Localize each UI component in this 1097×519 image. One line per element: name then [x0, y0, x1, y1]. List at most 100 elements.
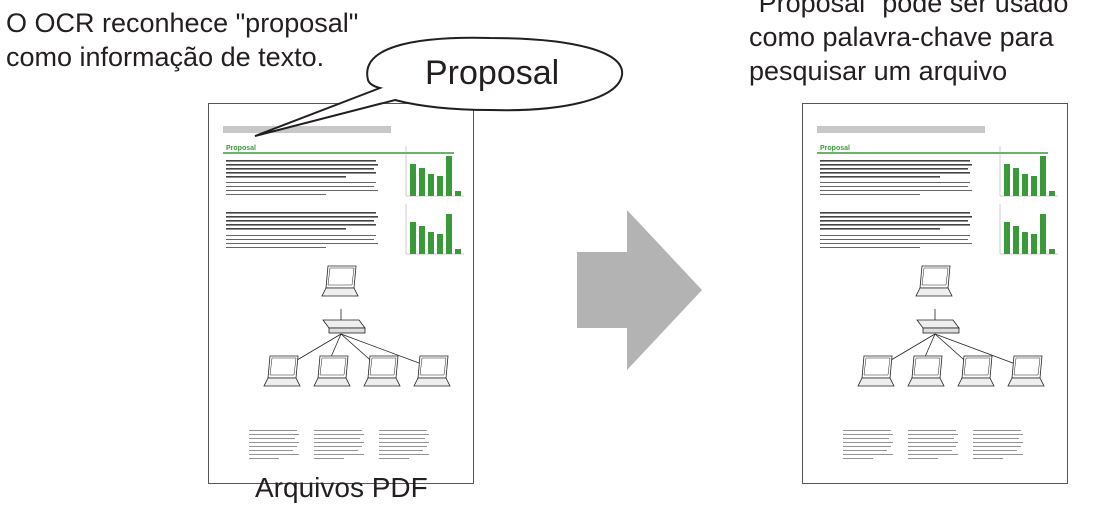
chart-bar — [1031, 234, 1037, 254]
text-line — [973, 454, 1023, 455]
chart-bar — [1022, 232, 1028, 254]
text-line — [908, 430, 956, 431]
paragraph-block-1 — [820, 160, 972, 195]
chart-bar — [428, 232, 434, 254]
text-line — [379, 430, 427, 431]
chart-bar — [419, 226, 425, 254]
text-line — [973, 446, 1021, 447]
text-line — [820, 235, 970, 236]
laptop-icon — [957, 355, 995, 387]
text-line — [973, 430, 1021, 431]
text-line — [820, 186, 968, 187]
text-line — [908, 446, 956, 447]
text-line — [908, 434, 958, 435]
laptop-icon — [263, 355, 301, 387]
text-line — [820, 224, 970, 226]
network-switch-icon — [322, 319, 366, 334]
text-line — [226, 194, 326, 195]
text-line — [379, 438, 425, 439]
text-line — [908, 442, 958, 443]
text-line — [314, 434, 364, 435]
pdf-files-label: Arquivos PDF — [255, 472, 428, 503]
chart-bar — [1013, 226, 1019, 254]
text-line — [973, 434, 1023, 435]
text-line — [226, 190, 378, 191]
text-line — [820, 176, 940, 178]
text-line — [314, 458, 344, 459]
chart-bar — [419, 168, 425, 196]
speech-bubble — [254, 36, 624, 137]
text-line — [314, 438, 360, 439]
text-line — [843, 458, 873, 459]
title-bar — [817, 126, 985, 133]
laptop-icon — [915, 265, 953, 297]
text-line — [973, 442, 1023, 443]
chart-bar — [1022, 174, 1028, 196]
network-diagram — [263, 265, 451, 387]
text-line — [908, 454, 958, 455]
chart-bar — [1040, 214, 1046, 254]
laptop-icon — [907, 355, 945, 387]
network-switch-icon — [916, 319, 960, 334]
text-line — [249, 430, 297, 431]
text-line — [379, 434, 429, 435]
text-line — [226, 243, 378, 244]
chart-bar — [410, 164, 416, 196]
document-content: Proposal — [223, 126, 464, 459]
text-line — [314, 446, 362, 447]
text-line — [820, 160, 970, 162]
chart-bar — [1040, 156, 1046, 196]
pdf-document-original: Proposal — [208, 103, 474, 484]
text-line — [843, 442, 893, 443]
text-line — [226, 235, 376, 236]
text-line — [226, 228, 346, 230]
chart-bar — [1013, 168, 1019, 196]
paragraph-block-1 — [226, 160, 378, 195]
text-line — [226, 182, 376, 183]
text-line — [908, 458, 938, 459]
laptop-icon — [321, 265, 359, 297]
text-line — [379, 442, 429, 443]
text-line — [249, 454, 299, 455]
text-line — [226, 239, 374, 240]
chart-bar — [1049, 249, 1055, 254]
bar-chart-thumbnail-1 — [405, 146, 464, 197]
text-line — [226, 160, 376, 162]
text-line — [973, 458, 1003, 459]
chart-bar — [437, 176, 443, 196]
chart-bar — [455, 191, 461, 196]
text-line — [820, 168, 968, 170]
chart-bar — [1004, 222, 1010, 254]
text-line — [226, 212, 376, 214]
text-line — [820, 182, 970, 183]
text-line — [820, 243, 972, 244]
laptop-icon — [313, 355, 351, 387]
laptop-icon — [1007, 355, 1045, 387]
text-line — [314, 450, 358, 451]
network-diagram — [857, 265, 1045, 387]
text-line — [843, 430, 891, 431]
text-line — [226, 168, 374, 170]
document-heading: Proposal — [820, 145, 850, 152]
paragraph-block-2 — [226, 212, 378, 248]
bar-chart-thumbnail-2 — [999, 204, 1058, 255]
text-line — [249, 434, 299, 435]
text-line — [820, 190, 972, 191]
chart-bar — [1049, 191, 1055, 196]
text-line — [908, 450, 952, 451]
text-line — [973, 450, 1017, 451]
bar-chart-thumbnail-2 — [405, 204, 464, 255]
footer-text-columns — [843, 430, 1023, 459]
text-line — [820, 228, 940, 230]
text-line — [820, 247, 920, 248]
text-line — [379, 450, 423, 451]
text-line — [314, 430, 362, 431]
document-heading: Proposal — [226, 145, 256, 152]
text-line — [226, 186, 374, 187]
chart-bar — [410, 222, 416, 254]
text-line — [820, 216, 972, 218]
title-bar — [223, 126, 391, 133]
laptop-icon — [413, 355, 451, 387]
chart-bar — [446, 156, 452, 196]
laptop-icon — [857, 355, 895, 387]
